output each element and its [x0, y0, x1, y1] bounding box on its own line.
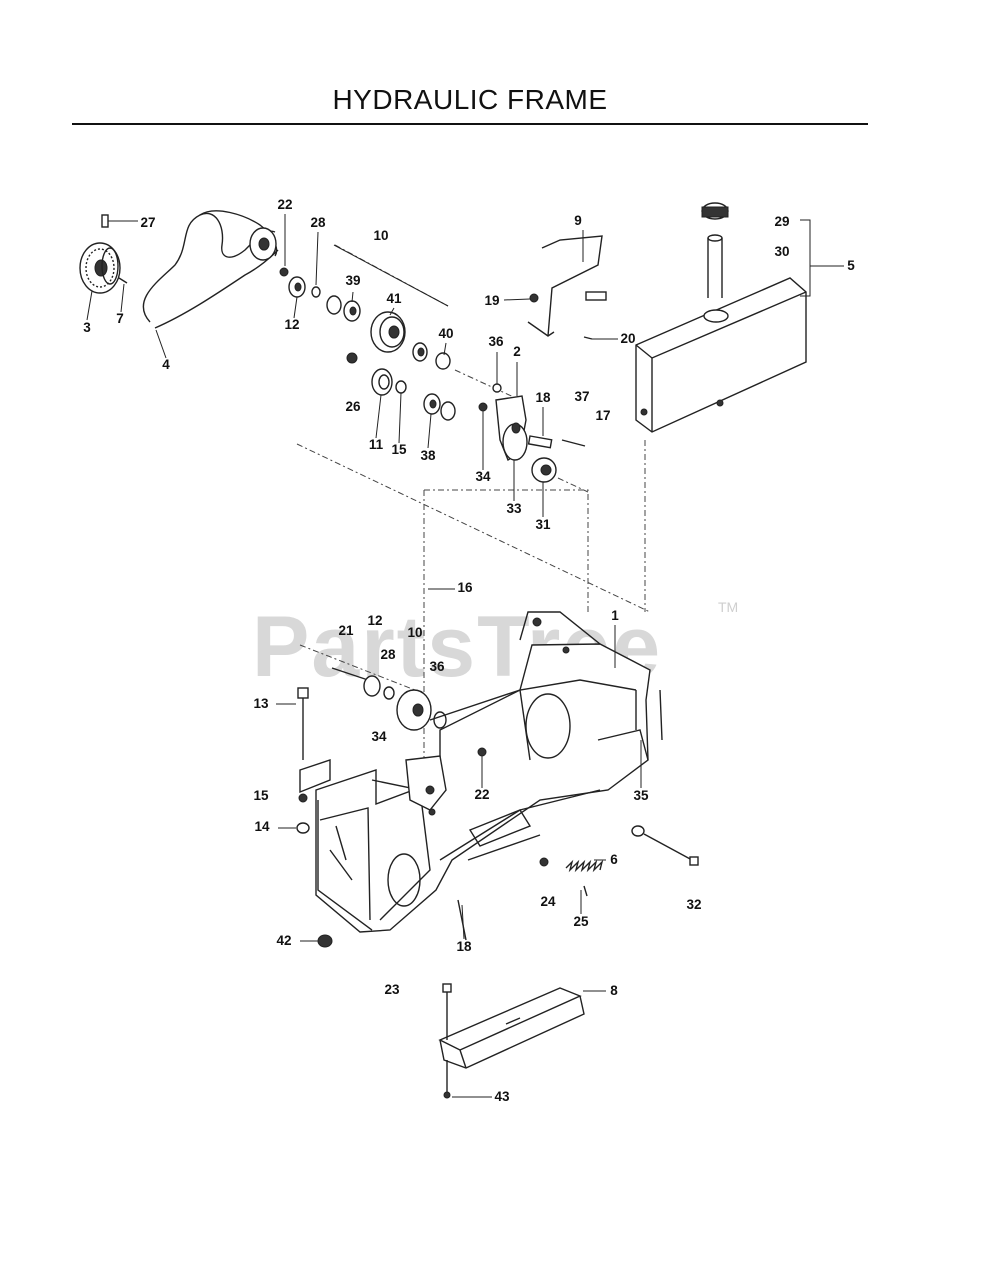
part-label-l27a: 27 [140, 215, 155, 230]
idler-pulley-part [249, 227, 277, 261]
part-label-l36b: 36 [429, 659, 445, 674]
part-label-l18b: 18 [456, 939, 472, 954]
frame-hardware [296, 617, 663, 948]
part-label-l26: 26 [345, 399, 361, 414]
part-label-l34a: 34 [475, 469, 491, 484]
part-label-l14: 14 [254, 819, 270, 834]
part-label-l6: 6 [610, 852, 618, 867]
part-label-l15b: 15 [253, 788, 269, 803]
hydraulic-oil-tank-part [635, 202, 807, 433]
drive-pulley-part [79, 242, 121, 294]
part-label-l20: 20 [620, 331, 635, 346]
part-label-l1: 1 [611, 608, 619, 623]
drive-belt-part [142, 210, 279, 329]
part-label-l5: 5 [847, 258, 855, 273]
idler-assembly-part [326, 295, 451, 370]
part-label-l37: 37 [574, 389, 589, 404]
pulley-hardware [101, 214, 321, 298]
part-label-l28b: 28 [380, 647, 396, 662]
part-label-l13: 13 [253, 696, 269, 711]
part-label-l9: 9 [574, 213, 582, 228]
part-label-l17: 17 [595, 408, 610, 423]
leader-lines [86, 214, 844, 1098]
title-underline [72, 123, 868, 125]
part-label-l34b: 34 [371, 729, 387, 744]
part-label-l12a: 12 [284, 317, 299, 332]
page-title: HYDRAULIC FRAME [332, 84, 608, 115]
bolt-32-part [631, 825, 699, 866]
part-label-l41: 41 [386, 291, 402, 306]
part-label-l10b: 10 [407, 625, 422, 640]
tension-spring-part [565, 859, 604, 873]
part-label-l23: 23 [384, 982, 400, 997]
part-label-l22b: 22 [474, 787, 489, 802]
part-label-l11: 11 [369, 437, 384, 452]
lower-idler-parts [346, 352, 456, 421]
part-label-l3: 3 [83, 320, 91, 335]
main-frame-part [299, 611, 651, 933]
part-label-l25: 25 [573, 914, 589, 929]
part-label-l7: 7 [116, 311, 124, 326]
part-label-l38: 38 [420, 448, 436, 463]
part-label-l24: 24 [540, 894, 556, 909]
part-label-l33: 33 [506, 501, 522, 516]
part-label-l35: 35 [633, 788, 649, 803]
part-label-l16: 16 [457, 580, 473, 595]
part-label-l32: 32 [686, 897, 701, 912]
part-label-l30: 30 [774, 244, 789, 259]
part-label-l10a: 10 [373, 228, 388, 243]
part-label-l22a: 22 [277, 197, 292, 212]
part-label-l31: 31 [535, 517, 551, 532]
part-label-l19: 19 [484, 293, 499, 308]
part-label-l40: 40 [438, 326, 453, 341]
part-label-l12b: 12 [367, 613, 382, 628]
part-label-l8: 8 [610, 983, 618, 998]
part-label-l4: 4 [162, 357, 170, 372]
part-label-l2: 2 [513, 344, 521, 359]
support-plate-part [438, 983, 585, 1099]
part-label-l39: 39 [345, 273, 360, 288]
part-label-l42: 42 [276, 933, 291, 948]
part-label-l15a: 15 [391, 442, 407, 457]
part-label-l28a: 28 [310, 215, 326, 230]
part-label-l18a: 18 [535, 390, 551, 405]
part-label-l21: 21 [338, 623, 354, 638]
part-label-l43: 43 [494, 1089, 510, 1104]
watermark-trademark: TM [718, 599, 738, 615]
part-label-l36a: 36 [488, 334, 504, 349]
part-label-l29: 29 [774, 214, 789, 229]
frame-idler-pulley-part [331, 667, 447, 811]
control-rod-part [527, 235, 607, 340]
idler-arm-part [478, 383, 586, 483]
